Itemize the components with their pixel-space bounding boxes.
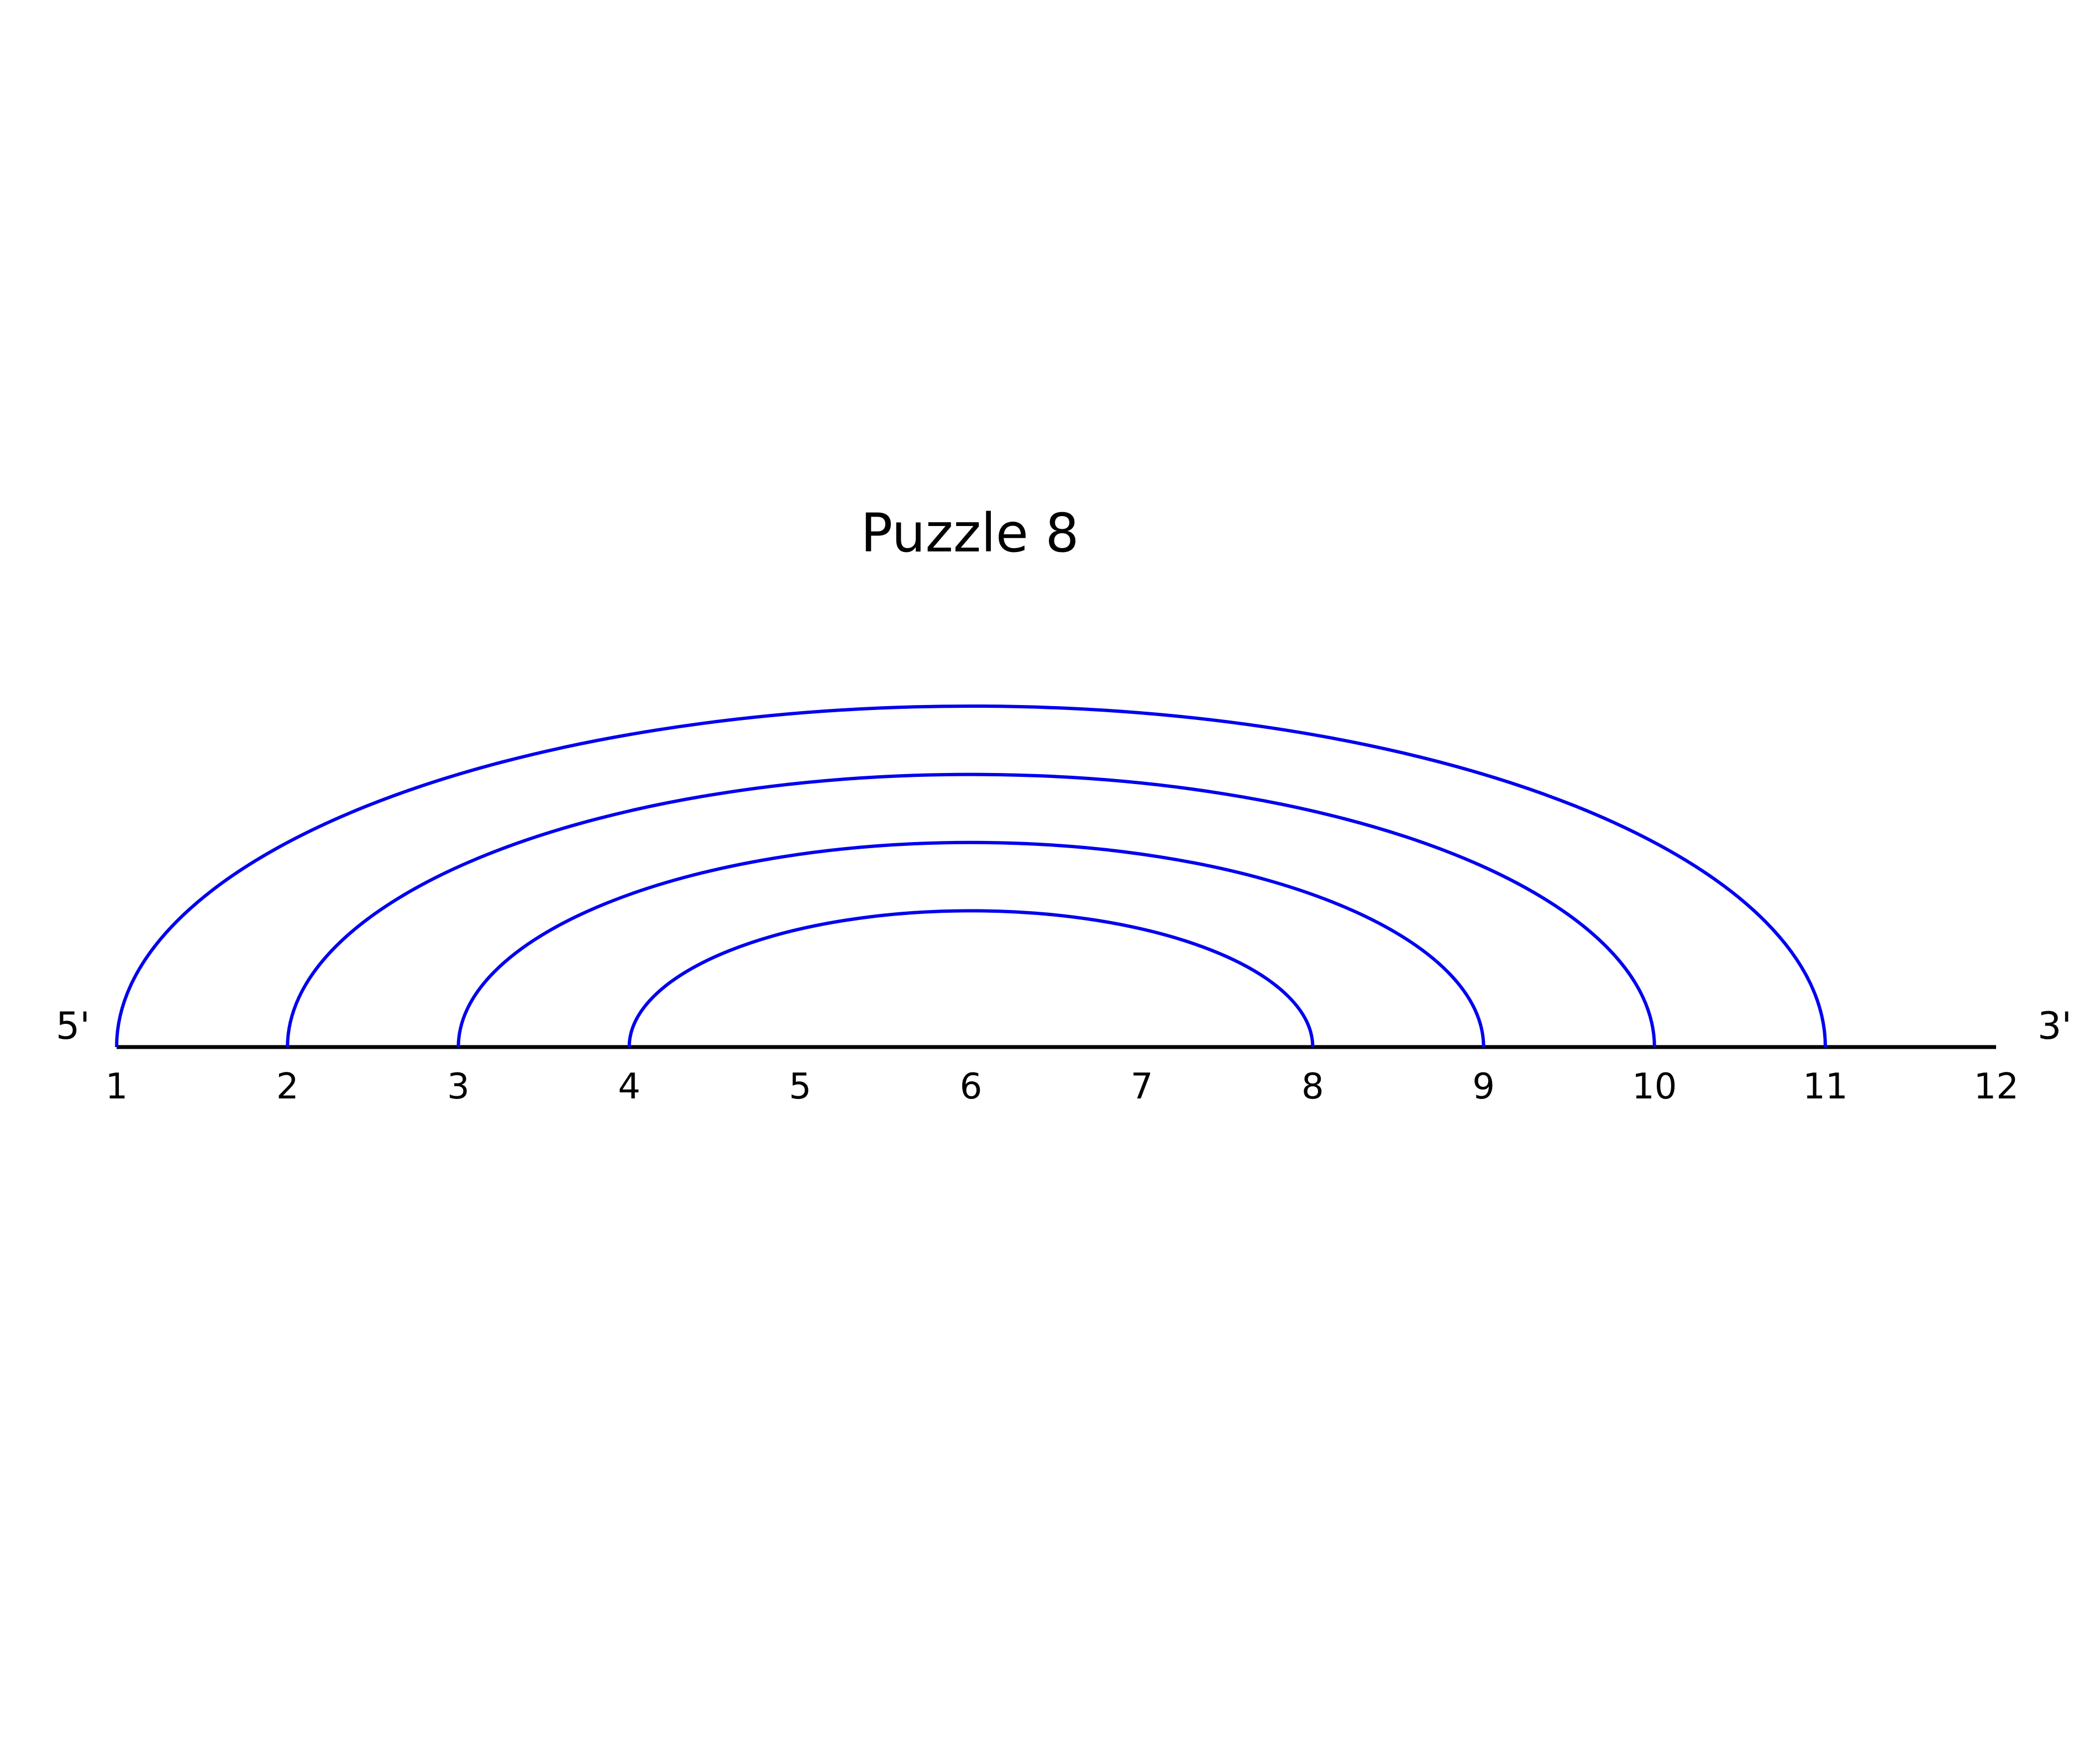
pair-arc-3-9 bbox=[456, 840, 1485, 1048]
position-label-8: 8 bbox=[1301, 1066, 1324, 1107]
diagram-title: Puzzle 8 bbox=[860, 502, 1079, 564]
three-prime-label: 3' bbox=[2038, 1005, 2072, 1048]
pair-arc-4-8 bbox=[627, 909, 1315, 1048]
five-prime-label: 5' bbox=[56, 1005, 90, 1048]
base-pair-arcs bbox=[115, 704, 1827, 1048]
position-label-12: 12 bbox=[1973, 1066, 2018, 1107]
position-label-2: 2 bbox=[276, 1066, 299, 1107]
position-label-10: 10 bbox=[1632, 1066, 1677, 1107]
position-label-9: 9 bbox=[1472, 1066, 1495, 1107]
pair-arc-2-10 bbox=[286, 772, 1656, 1048]
position-label-3: 3 bbox=[447, 1066, 470, 1107]
pair-arc-1-11 bbox=[115, 704, 1827, 1048]
position-label-6: 6 bbox=[960, 1066, 983, 1107]
position-label-4: 4 bbox=[618, 1066, 641, 1107]
position-label-5: 5 bbox=[789, 1066, 811, 1107]
position-label-11: 11 bbox=[1803, 1066, 1847, 1107]
position-label-1: 1 bbox=[106, 1066, 128, 1107]
position-label-7: 7 bbox=[1131, 1066, 1153, 1107]
